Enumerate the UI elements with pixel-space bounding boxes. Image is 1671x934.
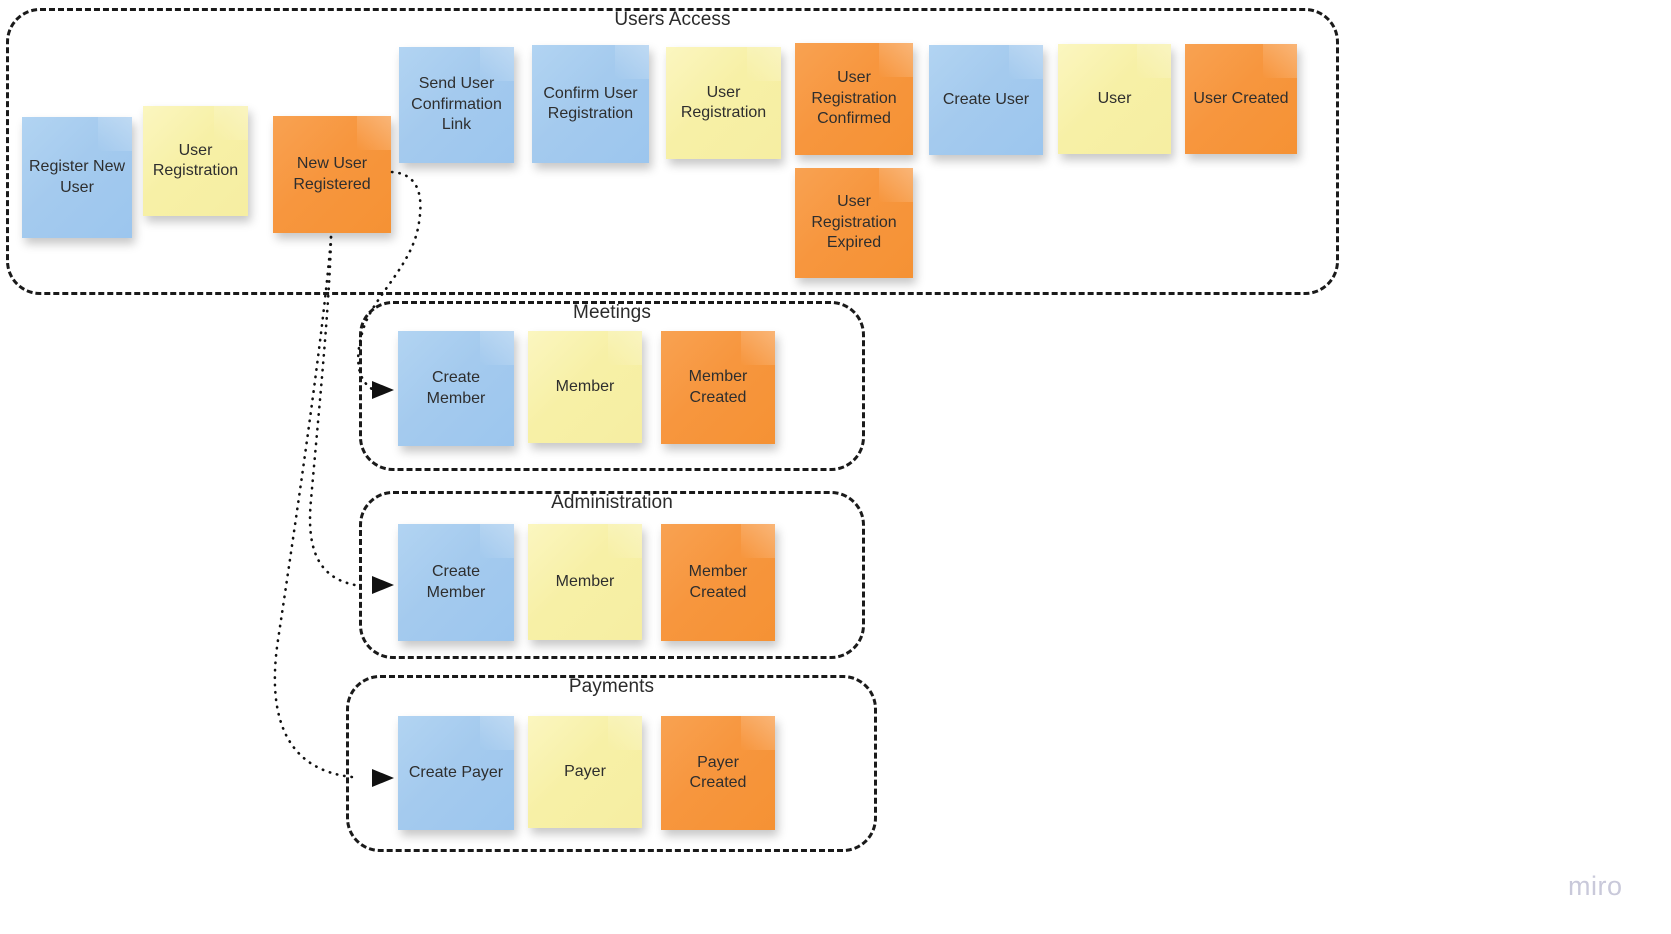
group-users-access[interactable]: Users Access bbox=[6, 8, 1339, 295]
sticky-note-user[interactable]: User bbox=[1058, 44, 1171, 154]
group-administration[interactable]: Administration bbox=[359, 491, 865, 659]
miro-watermark: miro bbox=[1568, 871, 1623, 901]
group-title-users-access: Users Access bbox=[614, 9, 731, 30]
sticky-note-user-created[interactable]: User Created bbox=[1185, 44, 1297, 154]
connector-new-user-registered-to-payments-create-payer bbox=[273, 235, 354, 779]
sticky-note-label: Member bbox=[555, 377, 615, 395]
group-title-meetings: Meetings bbox=[573, 302, 651, 323]
sticky-note-create-user[interactable]: Create User bbox=[929, 45, 1043, 155]
group-title-payments: Payments bbox=[568, 676, 655, 697]
sticky-note-meetings-member[interactable]: Member bbox=[528, 331, 642, 443]
sticky-note-label: Member bbox=[555, 572, 615, 590]
sticky-note-administration-member[interactable]: Member bbox=[528, 524, 642, 640]
sticky-note-label: User bbox=[1097, 89, 1132, 107]
sticky-note-label: Create Payer bbox=[408, 763, 504, 781]
sticky-note-payments-create-payer[interactable]: Create Payer bbox=[398, 716, 514, 830]
sticky-note-label: User Created bbox=[1193, 89, 1289, 107]
sticky-note-payments-payer[interactable]: Payer bbox=[528, 716, 642, 828]
sticky-note-label: Payer bbox=[564, 762, 606, 780]
sticky-note-label: Create User bbox=[942, 90, 1030, 108]
group-title-administration: Administration bbox=[551, 492, 673, 513]
